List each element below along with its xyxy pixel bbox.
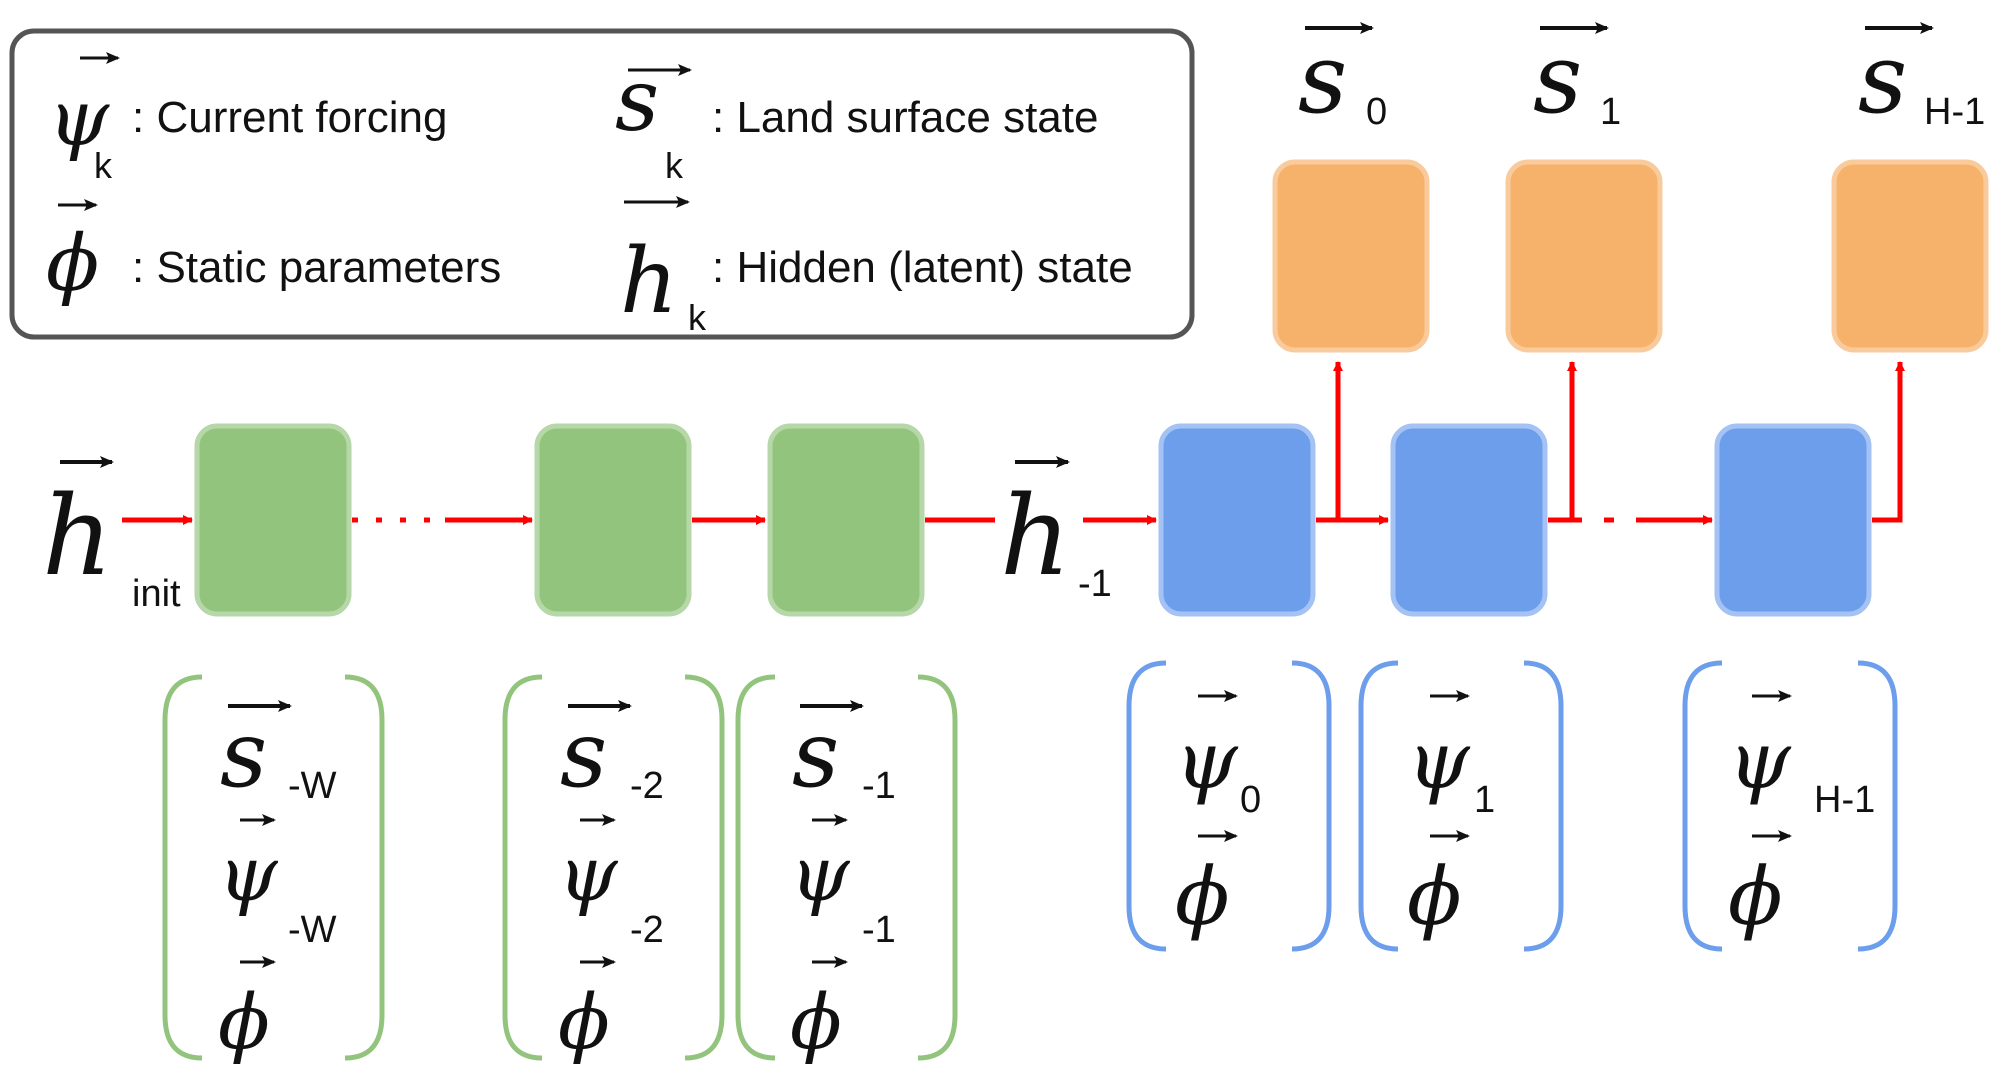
output-label-sH: s H-1	[1858, 22, 1985, 135]
encoder-block-2	[767, 423, 925, 617]
legend: ψ k : Current forcing s k : Land surface…	[9, 28, 1195, 340]
encoder-input-s: s	[560, 701, 607, 808]
decoder-input-phi: ϕ	[1728, 850, 1783, 943]
decoder-input-psi-sub: 1	[1474, 779, 1495, 821]
legend-symbol-s: s	[615, 51, 659, 151]
legend-symbol-psi: ψ	[48, 74, 110, 164]
arrow-dec1-up	[1548, 361, 1577, 523]
encoder-block-0	[194, 423, 352, 617]
output-label-s0: s 0	[1298, 22, 1387, 135]
legend-label-state: : Land surface state	[712, 93, 1098, 142]
encoder-input-0: s -W ψ -W ϕ	[162, 674, 385, 1066]
encoder-blocks	[194, 423, 925, 617]
encoder-input-s-sub: -1	[862, 765, 896, 807]
decoder-input-phi: ϕ	[1175, 850, 1230, 943]
encoder-input-psi-sub: -W	[288, 909, 337, 951]
legend-item-hidden: h k : Hidden (latent) state	[620, 196, 1133, 338]
output-sub: 1	[1600, 91, 1621, 133]
encoder-input-psi-sub: -2	[630, 909, 664, 951]
legend-symbol-phi: ϕ	[46, 219, 99, 309]
legend-sub-k: k	[665, 145, 684, 186]
decoder-block-0	[1158, 423, 1316, 617]
hidden-minus1-sub: -1	[1078, 563, 1112, 605]
hidden-init-sub: init	[132, 573, 181, 615]
legend-item-static: ϕ : Static parameters	[46, 199, 501, 309]
legend-label-hidden: : Hidden (latent) state	[712, 243, 1133, 292]
hidden-minus1-symbol: h	[1000, 472, 1071, 600]
decoder-blocks	[1158, 423, 1872, 617]
encoder-input-psi: ψ	[218, 829, 279, 918]
hidden-init-symbol: h	[42, 472, 113, 600]
output-symbol: s	[1858, 23, 1907, 135]
encoder-block-1	[534, 423, 692, 617]
encoder-input-s-sub: -W	[288, 765, 337, 807]
output-symbol: s	[1298, 23, 1347, 135]
legend-symbol-h: h	[620, 229, 678, 334]
decoder-input-phi: ϕ	[1407, 850, 1462, 943]
legend-sub-k: k	[94, 145, 113, 186]
arrows	[122, 361, 1905, 525]
legend-label-forcing: : Current forcing	[132, 93, 447, 142]
decoder-input-psi-sub: H-1	[1814, 779, 1875, 821]
encoder-input-1: s -2 ψ -2 ϕ	[502, 674, 725, 1066]
output-sub: H-1	[1924, 91, 1985, 133]
output-block-1	[1505, 159, 1663, 353]
legend-item-state: s k : Land surface state	[615, 51, 1098, 186]
encoder-input-phi: ϕ	[218, 977, 270, 1066]
decoder-block-1	[1390, 423, 1548, 617]
encoder-input-phi: ϕ	[790, 977, 842, 1066]
encoder-input-s-sub: -2	[630, 765, 664, 807]
decoder-block-2	[1714, 423, 1872, 617]
encoder-input-psi: ψ	[790, 829, 851, 918]
output-label-s1: s 1	[1533, 22, 1621, 135]
decoder-input-psi: ψ	[1175, 714, 1239, 807]
decoder-input-psi-sub: 0	[1240, 779, 1261, 821]
legend-box	[9, 28, 1195, 340]
decoder-input-psi: ψ	[1728, 714, 1792, 807]
encoder-input-s: s	[220, 701, 267, 808]
arrow-dec0-up	[1316, 361, 1343, 523]
decoder-input-1: ψ 1 ϕ	[1358, 660, 1564, 952]
encoder-input-2: s -1 ψ -1 ϕ	[735, 674, 958, 1066]
encoder-input-s: s	[792, 701, 839, 808]
output-block-2	[1831, 159, 1989, 353]
decoder-input-2: ψ H-1 ϕ	[1682, 660, 1898, 952]
output-block-0	[1272, 159, 1430, 353]
encoder-input-psi-sub: -1	[862, 909, 896, 951]
decoder-input-0: ψ 0 ϕ	[1126, 660, 1332, 952]
legend-sub-k: k	[688, 297, 707, 338]
hidden-init: h init	[42, 456, 181, 615]
arrow-decH-up	[1872, 361, 1905, 523]
legend-item-forcing: ψ k : Current forcing	[48, 52, 447, 186]
encoder-input-psi: ψ	[558, 829, 619, 918]
legend-label-static: : Static parameters	[132, 243, 501, 292]
hidden-minus1: h -1	[1000, 456, 1112, 605]
output-sub: 0	[1366, 91, 1387, 133]
decoder-input-psi: ψ	[1407, 714, 1471, 807]
output-labels: s 0 s 1 s H-1	[1298, 22, 1985, 135]
output-symbol: s	[1533, 23, 1582, 135]
encoder-input-phi: ϕ	[558, 977, 610, 1066]
output-blocks	[1272, 159, 1989, 353]
